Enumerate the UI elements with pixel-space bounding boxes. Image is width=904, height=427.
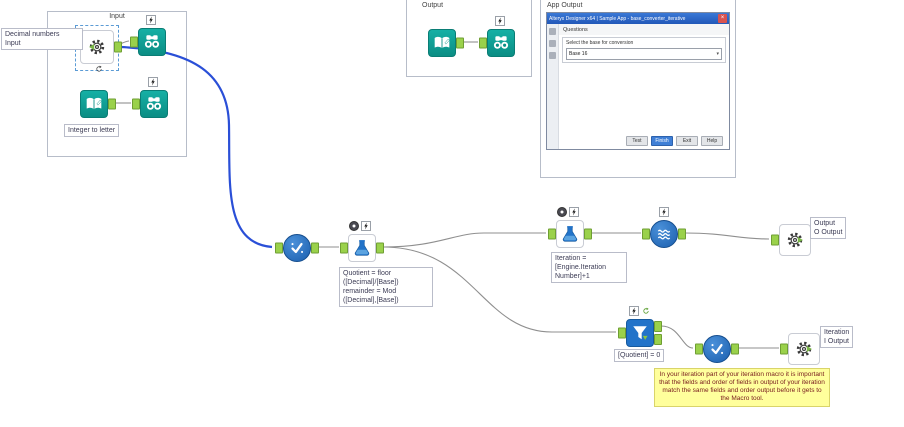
question-panel: Select the base for conversion Base 16 ▾ [562, 37, 726, 63]
finish-button[interactable]: Finish [651, 136, 673, 146]
dialog-titlebar[interactable]: Alteryx Designer x64 | Sample App - base… [547, 13, 729, 24]
output-anchor[interactable] [731, 343, 739, 355]
app-run-dialog: Alteryx Designer x64 | Sample App - base… [546, 12, 730, 150]
input-anchor[interactable] [132, 98, 140, 110]
lightning-anchor-icon [569, 207, 579, 217]
lightning-anchor-icon [629, 306, 639, 316]
macro-output-tool[interactable] [780, 333, 820, 365]
close-icon[interactable]: × [718, 14, 727, 23]
input-container-label: Input [106, 12, 128, 21]
output-anchor[interactable] [678, 228, 686, 240]
output-anchor[interactable] [584, 228, 592, 240]
output-anchor[interactable] [311, 242, 319, 254]
connection-wire[interactable] [660, 325, 694, 349]
output-anchor[interactable] [376, 242, 384, 254]
select-tool[interactable] [695, 335, 739, 363]
chevron-down-icon: ▾ [716, 51, 719, 57]
input-anchor[interactable] [618, 327, 626, 339]
output-container[interactable]: Output [406, 0, 532, 77]
macro-output-gear-icon [786, 231, 804, 249]
base-dropdown-value: Base 16 [569, 51, 588, 57]
annotation[interactable]: Output O Output [810, 217, 847, 240]
annotation[interactable]: Decimal numbers Input [1, 28, 83, 51]
input-anchor[interactable] [479, 37, 487, 49]
dialog-title: Alteryx Designer x64 | Sample App - base… [549, 15, 686, 22]
input-anchor[interactable] [695, 343, 703, 355]
book-icon [85, 95, 103, 113]
binoculars-icon [145, 95, 163, 113]
select-tool[interactable] [275, 234, 319, 262]
annotation[interactable]: Quotient = floor ([Decimal]/[Base]) rema… [339, 267, 433, 308]
binoculars-icon [143, 33, 161, 51]
waves-icon [655, 225, 673, 243]
iteration-refresh-icon [94, 64, 104, 74]
book-icon [433, 34, 451, 52]
question-text: Select the base for conversion [566, 40, 634, 46]
annotation[interactable]: Iteration = [Engine.Iteration Number]+1 [551, 252, 627, 284]
annotation[interactable]: Integer to letter [64, 124, 120, 138]
macro-input-gear-icon [88, 38, 106, 56]
app-output-container[interactable]: App Output Alteryx Designer x64 | Sample… [540, 0, 736, 178]
formula-tool[interactable] [340, 234, 384, 262]
output-anchor[interactable] [108, 98, 116, 110]
filter-tool[interactable] [618, 319, 662, 347]
annotation[interactable]: [Quotient] = 0 [614, 349, 665, 363]
text-input-tool[interactable] [428, 29, 464, 57]
rail-icon[interactable] [549, 40, 556, 47]
rail-icon[interactable] [549, 52, 556, 59]
macro-input-tool[interactable] [80, 30, 122, 64]
browse-tool[interactable] [132, 90, 168, 118]
false-output-anchor[interactable] [654, 334, 662, 345]
connection-wire[interactable] [382, 232, 546, 248]
macro-output-tool[interactable] [771, 224, 811, 256]
formula-tool[interactable] [548, 220, 592, 248]
output-container-label: Output [419, 1, 447, 10]
rail-icon[interactable] [549, 28, 556, 35]
exit-button[interactable]: Exit [676, 136, 698, 146]
input-anchor[interactable] [130, 36, 138, 48]
help-button[interactable]: Help [701, 136, 723, 146]
question-anchor-icon [557, 207, 567, 217]
test-button[interactable]: Test [626, 136, 648, 146]
binoculars-icon [492, 34, 510, 52]
dialog-left-rail [547, 24, 559, 149]
connection-wire[interactable] [684, 232, 770, 240]
text-input-tool[interactable] [80, 90, 116, 118]
question-anchor-icon [349, 221, 359, 231]
lightning-anchor-icon [361, 221, 371, 231]
input-anchor[interactable] [340, 242, 348, 254]
input-anchor[interactable] [642, 228, 650, 240]
macro-output-gear-icon [795, 340, 813, 358]
browse-tool[interactable] [130, 28, 166, 56]
lightning-anchor-icon [148, 77, 158, 87]
iteration-refresh-icon [641, 306, 651, 316]
annotation[interactable]: Iteration I Output [820, 326, 854, 349]
output-anchor[interactable] [114, 41, 122, 53]
funnel-icon [631, 324, 649, 342]
output-anchor[interactable] [456, 37, 464, 49]
input-anchor[interactable] [771, 234, 779, 246]
lightning-anchor-icon [146, 15, 156, 25]
lightning-anchor-icon [495, 16, 505, 26]
true-output-anchor[interactable] [654, 321, 662, 332]
lightning-anchor-icon [659, 207, 669, 217]
union-tool[interactable] [642, 220, 686, 248]
comment-note[interactable]: In your iteration part of your iteration… [654, 368, 830, 407]
checklist-icon [288, 239, 306, 257]
browse-tool[interactable] [479, 29, 515, 57]
dialog-section-label: Questions [559, 24, 729, 35]
flask-icon [561, 225, 579, 243]
input-anchor[interactable] [548, 228, 556, 240]
checklist-icon [708, 340, 726, 358]
input-anchor[interactable] [780, 343, 788, 355]
flask-icon [353, 239, 371, 257]
input-anchor[interactable] [275, 242, 283, 254]
base-dropdown[interactable]: Base 16 ▾ [566, 48, 722, 60]
app-output-container-label: App Output [544, 1, 586, 10]
